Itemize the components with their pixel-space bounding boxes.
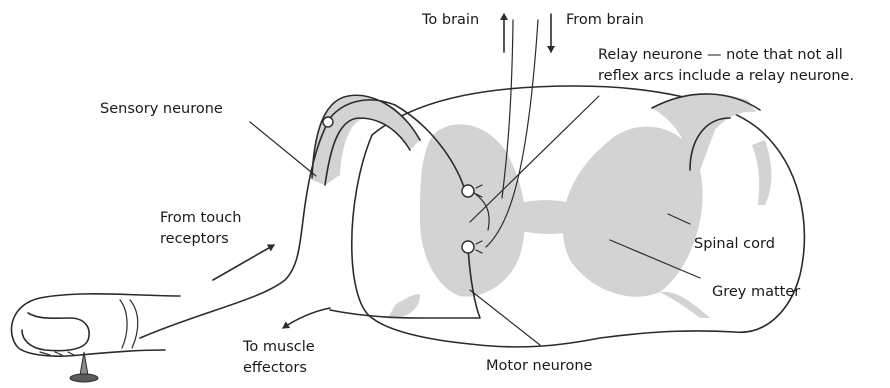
from-touch-label-line1: From touch [160, 208, 241, 228]
spinal-cord-label: Spinal cord [694, 234, 775, 254]
sensory-neurone-cell-body [323, 117, 333, 127]
to-muscle-label-line2: effectors [243, 358, 307, 378]
to-muscle-label-line1: To muscle [243, 337, 315, 357]
relay-neurone-label-line1: Relay neurone — note that not all [598, 45, 843, 65]
grey-matter-label: Grey matter [712, 282, 800, 302]
relay-neurone-label-line2: reflex arcs include a relay neurone. [598, 66, 854, 86]
motor-direction-arrow [283, 308, 330, 328]
relay-neurone-cell-body [462, 185, 474, 197]
from-brain-label: From brain [566, 10, 644, 30]
from-touch-label-line2: receptors [160, 229, 229, 249]
motor-neurone-cell-body [462, 241, 474, 253]
motor-neurone-label: Motor neurone [486, 356, 592, 376]
pin-illustration [70, 352, 98, 382]
sensory-neurone-label: Sensory neurone [100, 99, 223, 119]
finger-illustration [11, 294, 180, 356]
sensory-direction-arrow [213, 245, 274, 280]
to-brain-label: To brain [422, 10, 479, 30]
